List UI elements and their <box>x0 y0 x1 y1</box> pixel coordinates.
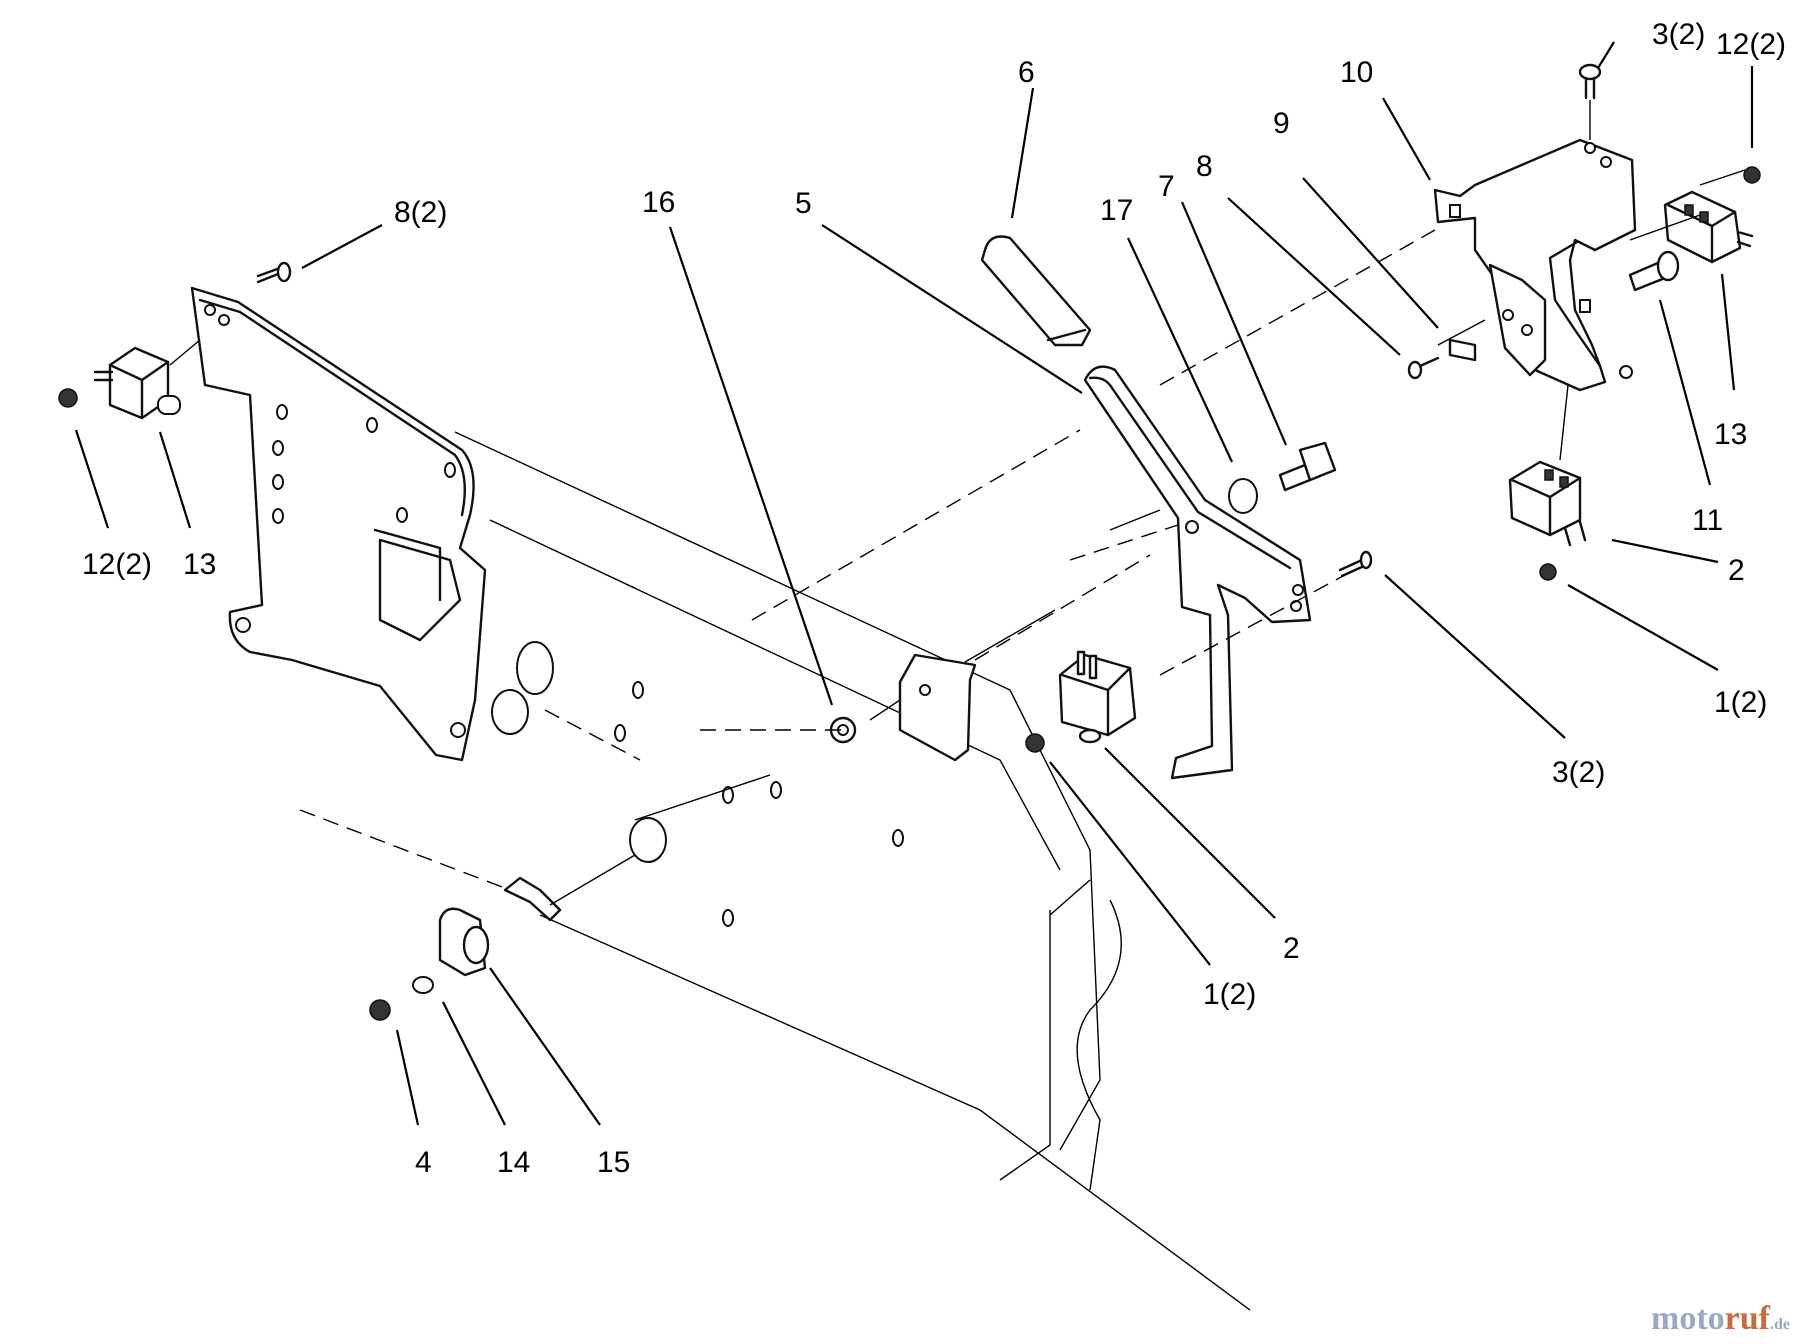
clip-9 <box>1448 338 1477 362</box>
callout-17: 17 <box>1100 194 1133 227</box>
callout-8-2: 8(2) <box>394 196 447 229</box>
callout-5: 5 <box>795 187 812 220</box>
bolt-7 <box>1278 441 1337 492</box>
right-switch <box>1508 460 1587 581</box>
callout-3-2-right: 3(2) <box>1552 756 1605 789</box>
left-screw <box>256 261 292 284</box>
callout-12-2-left: 12(2) <box>82 548 152 581</box>
washer-17 <box>1228 478 1258 514</box>
washer-14 <box>412 976 434 994</box>
callout-13-left: 13 <box>183 548 216 581</box>
callout-2-center: 2 <box>1283 932 1300 965</box>
upper-switch <box>1663 166 1761 264</box>
callout-11: 11 <box>1692 504 1723 537</box>
callout-10: 10 <box>1340 56 1373 89</box>
callout-3-2-top: 3(2) <box>1652 18 1705 51</box>
callout-6: 6 <box>1018 56 1035 89</box>
bolt-11 <box>1628 250 1680 292</box>
callout-15: 15 <box>597 1146 630 1179</box>
grommet <box>629 817 667 863</box>
callout-16: 16 <box>642 186 675 219</box>
leader-lines <box>74 41 1754 1126</box>
callout-2-right: 2 <box>1728 554 1745 587</box>
callout-7: 7 <box>1158 170 1175 203</box>
right-screw <box>1338 550 1373 578</box>
center-switch <box>1025 650 1137 753</box>
callout-1-2-center: 1(2) <box>1203 978 1256 1011</box>
mounting-plate <box>190 286 487 762</box>
callout-9: 9 <box>1273 107 1290 140</box>
callout-13-right: 13 <box>1714 418 1747 451</box>
watermark-logo: motoruf.de <box>1651 1300 1790 1337</box>
nut-4 <box>369 999 391 1021</box>
nut-16 <box>829 716 857 744</box>
callout-14: 14 <box>497 1146 530 1179</box>
assembly-lines <box>169 100 1746 906</box>
screw-8 <box>1407 356 1440 380</box>
frame-panel <box>454 431 1251 1311</box>
bushing-15 <box>438 907 490 977</box>
left-switch <box>58 346 181 420</box>
callout-12-2-top: 12(2) <box>1716 28 1786 61</box>
bracket-10 <box>1433 138 1637 392</box>
callout-8: 8 <box>1196 150 1213 183</box>
switch-bracket <box>898 653 977 762</box>
handle-grip <box>980 235 1092 347</box>
callout-4: 4 <box>415 1146 432 1179</box>
top-screw <box>1578 63 1602 100</box>
callout-labels: 6 10 3(2) 12(2) 9 8 7 17 16 5 8(2) 12(2)… <box>82 18 1786 1179</box>
lower-clip <box>503 876 562 922</box>
callout-1-2-right: 1(2) <box>1714 686 1767 719</box>
